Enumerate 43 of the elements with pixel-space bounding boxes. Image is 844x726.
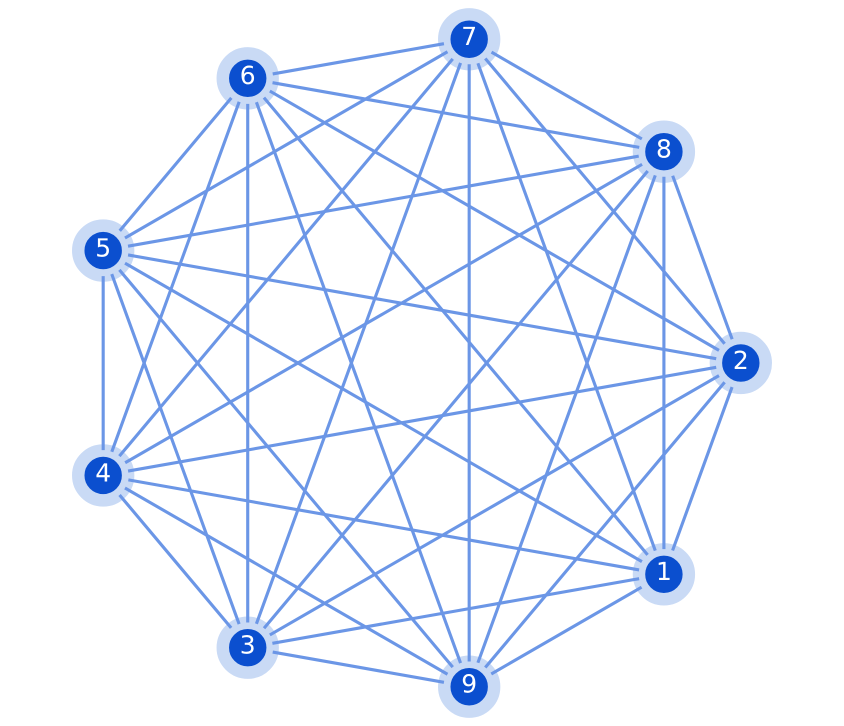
node-circle: 1 [632,543,696,606]
connector [272,42,444,76]
connector [124,262,643,563]
connector [269,90,720,352]
connector [118,494,232,629]
connector [110,101,241,452]
connector [484,57,726,345]
connector [490,586,642,676]
connector [124,486,448,676]
connector [476,174,657,664]
connector [128,366,716,473]
connector [484,381,726,669]
connector [272,650,444,684]
connector [128,253,716,360]
connector [128,478,640,572]
connector [102,276,105,450]
connector [110,274,241,625]
connector [671,386,734,552]
connector [118,268,454,668]
connector [128,154,640,248]
node-circle: 5 [72,219,134,282]
connector [269,374,720,636]
node-circle: 6 [216,47,279,110]
connector [476,62,657,552]
connector [490,50,643,140]
connector [124,50,448,240]
connector [262,96,649,556]
connector [662,176,666,550]
node-circle: 4 [72,444,134,507]
node-circle: 9 [438,656,500,718]
connector [246,104,250,622]
connector [124,162,643,464]
connector [468,64,471,662]
node-circle: 7 [438,8,500,70]
connector [118,58,454,458]
connector [272,81,640,149]
node-circle: 8 [632,120,696,183]
connector [272,577,640,645]
node-circle: 3 [216,616,279,679]
connector [118,96,233,232]
connector [262,170,649,630]
node-circle: 2 [710,332,772,394]
connector [671,175,734,340]
